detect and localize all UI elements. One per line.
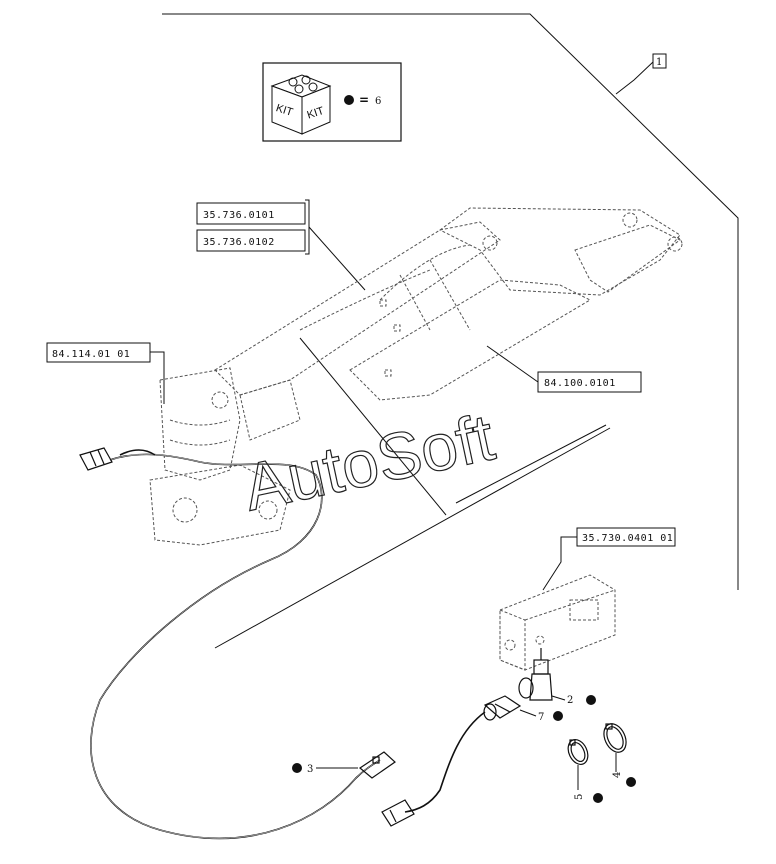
bullet-icon (553, 711, 563, 721)
ref-box-valve: 35.730.0401 01 (576, 527, 676, 547)
callout-7-number: 7 (538, 712, 544, 723)
ref-boom-2-text: 35.736.0102 (203, 237, 275, 248)
ref-box-boom-2: 35.736.0102 (196, 229, 306, 252)
ref-boom-1-text: 35.736.0101 (203, 210, 275, 221)
callout-3-number: 3 (307, 764, 313, 775)
figure-reference: 1 (615, 53, 667, 95)
bullet-icon (586, 695, 596, 705)
callout-part-3: 3 (292, 763, 358, 775)
hose-clamp-4 (603, 723, 627, 753)
callout-5-number: 5 (574, 794, 585, 800)
ref-box-harness: 84.114.01 01 (46, 342, 151, 363)
bullet-icon (292, 763, 302, 773)
kit-cube-icon: KIT KIT (270, 74, 332, 135)
bullet-icon (593, 793, 603, 803)
pressure-fitting (518, 648, 553, 701)
bullet-icon (626, 777, 636, 787)
ref-harness-text: 84.114.01 01 (52, 349, 130, 360)
callout-part-5: 5 (574, 765, 603, 803)
callout-4-number: 4 (612, 772, 623, 778)
connector-sensor-end (381, 799, 415, 827)
connector-left (79, 447, 113, 471)
valve-block-ghost (499, 574, 616, 671)
hose-clamp-5 (567, 739, 589, 765)
kit-part-number: 6 (375, 96, 381, 107)
callout-part-2: 2 (551, 695, 596, 706)
ref-box-boom-1: 35.736.0101 (196, 202, 306, 225)
boom-assembly-ghost (149, 207, 683, 546)
harness-cable (90, 449, 486, 840)
kit-label-left: KIT (274, 102, 294, 119)
connector-harness-end (358, 751, 396, 779)
kit-box: KIT KIT = 6 (262, 62, 402, 142)
kit-equals: = (359, 93, 369, 107)
callout-part-7: 7 (519, 709, 563, 723)
watermark-text: AutoSoft (237, 399, 500, 524)
ref-boom-section-text: 84.100.0101 (544, 378, 616, 389)
kit-label-right: KIT (306, 105, 326, 122)
ref-box-boom-section: 84.100.0101 (537, 371, 642, 393)
callout-part-4: 4 (612, 753, 636, 787)
figure-reference-number: 1 (656, 57, 662, 68)
pressure-sensor (483, 695, 522, 721)
ref-valve-text: 35.730.0401 01 (582, 533, 673, 544)
section-boundary (162, 13, 739, 649)
bullet-icon (344, 95, 354, 105)
callout-2-number: 2 (567, 695, 573, 706)
